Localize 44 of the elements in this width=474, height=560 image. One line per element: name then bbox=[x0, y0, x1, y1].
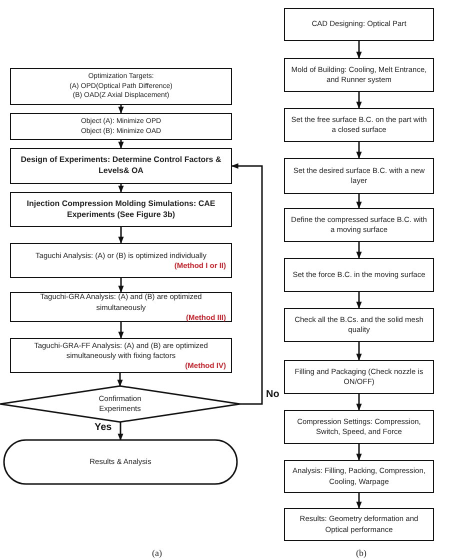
process-box bbox=[10, 68, 232, 105]
node-text: Design of Experiments: Determine Control Factors & Levels& OA bbox=[20, 155, 222, 177]
decision-diamond bbox=[0, 386, 240, 422]
arrow bbox=[356, 194, 362, 209]
process-box bbox=[284, 258, 434, 292]
panel-caption: (b) bbox=[356, 548, 366, 558]
process-box bbox=[284, 208, 434, 242]
arrow bbox=[356, 292, 362, 309]
process-box bbox=[284, 8, 434, 41]
arrow bbox=[356, 394, 362, 411]
arrow bbox=[118, 322, 124, 339]
arrow bbox=[356, 493, 362, 509]
process-box bbox=[10, 192, 232, 227]
arrow bbox=[356, 142, 362, 159]
process-box bbox=[10, 243, 232, 278]
arrow bbox=[356, 342, 362, 361]
arrow bbox=[356, 41, 362, 59]
process-box bbox=[284, 360, 434, 394]
process-box bbox=[284, 508, 434, 541]
edge-label: Yes bbox=[94, 423, 112, 433]
arrow bbox=[118, 278, 124, 293]
arrow bbox=[118, 227, 124, 244]
arrow bbox=[118, 140, 124, 149]
process-box bbox=[284, 410, 434, 444]
process-box bbox=[10, 338, 232, 373]
arrow bbox=[356, 242, 362, 259]
arrow bbox=[118, 422, 124, 441]
process-box bbox=[10, 113, 232, 140]
arrow bbox=[118, 105, 124, 114]
process-box bbox=[284, 308, 434, 342]
process-box bbox=[284, 460, 434, 493]
arrow bbox=[118, 184, 124, 193]
arrow bbox=[231, 163, 263, 405]
arrow bbox=[117, 373, 123, 387]
process-box bbox=[10, 292, 232, 322]
panel-caption: (a) bbox=[152, 548, 162, 558]
process-box bbox=[284, 108, 434, 142]
process-box bbox=[10, 148, 232, 184]
edge-label: No bbox=[266, 390, 280, 400]
node-text: Injection Compression Molding Simulations: CAE Experiments (See Figure 3b) bbox=[26, 198, 216, 220]
process-box bbox=[284, 58, 434, 92]
arrow bbox=[356, 444, 362, 461]
process-box bbox=[284, 158, 434, 194]
arrow bbox=[356, 92, 362, 109]
